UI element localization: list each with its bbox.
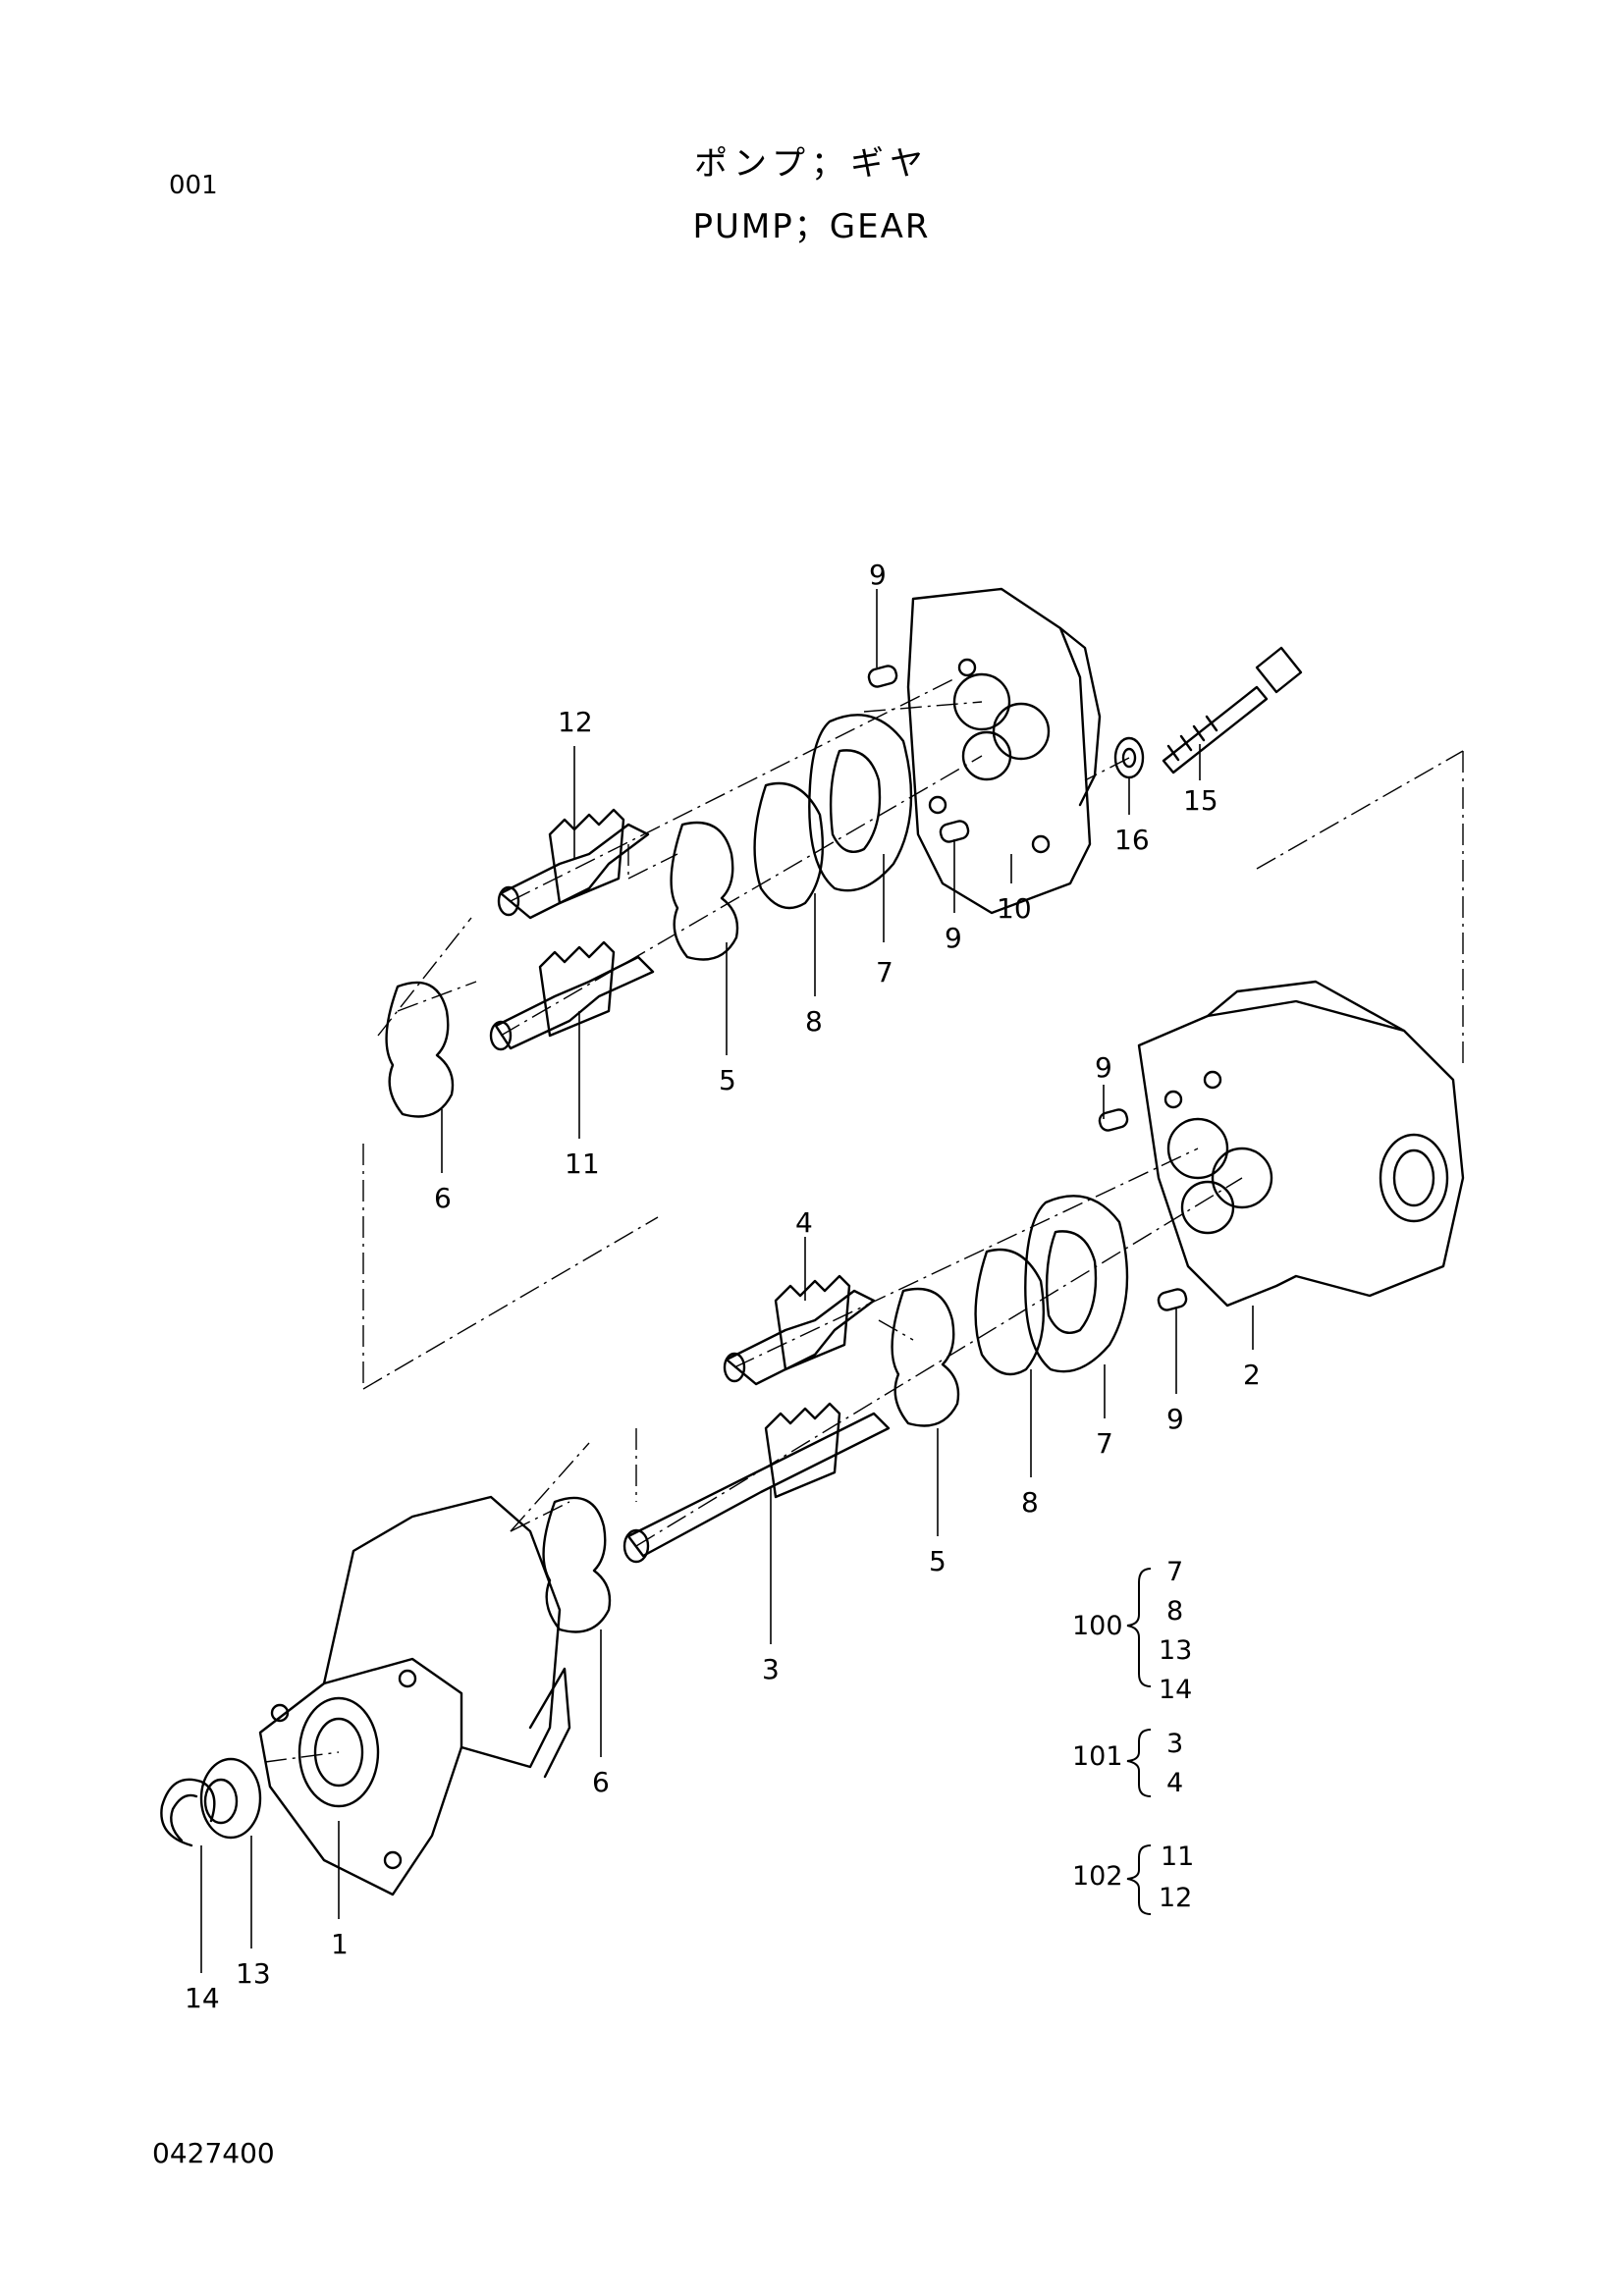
group-number: 102: [1072, 1861, 1123, 1892]
kit-group-100: 100 7 8 13 14: [1072, 1557, 1192, 1705]
kit-group-102: 102 11 12: [1072, 1842, 1194, 1915]
part-dowel-pin-9-lower-top: [1098, 1108, 1129, 1132]
callout-16: 16: [1114, 824, 1150, 856]
callout-5: 5: [719, 1064, 736, 1096]
part-snap-ring-14: [160, 1778, 216, 1847]
callout-4: 4: [795, 1206, 813, 1239]
title-japanese: ポンプ；ギヤ: [694, 144, 929, 184]
title-english: PUMP；GEAR: [692, 207, 931, 246]
callout-13: 13: [236, 1957, 271, 1990]
group-item: 11: [1161, 1842, 1194, 1872]
part-plate-6-top: [385, 981, 455, 1118]
group-item: 8: [1166, 1596, 1183, 1627]
part-seal-8-top: [753, 781, 825, 910]
callout-8: 8: [805, 1005, 823, 1038]
kit-group-101: 101 3 4: [1072, 1729, 1183, 1798]
group-item: 12: [1159, 1883, 1192, 1913]
group-number: 100: [1072, 1611, 1123, 1641]
callout-12: 12: [558, 706, 593, 738]
callout-9: 9: [1095, 1051, 1112, 1084]
callout-1: 1: [331, 1928, 349, 1960]
callout-9: 9: [945, 922, 962, 954]
part-dowel-pin-9-mid: [939, 820, 970, 843]
group-item: 7: [1166, 1557, 1183, 1587]
part-plate-5-lower: [891, 1287, 960, 1427]
part-bearing-13: [199, 1757, 262, 1840]
part-cover-10: [906, 587, 1102, 915]
page-number: 001: [169, 171, 218, 200]
callout-2: 2: [1243, 1359, 1261, 1391]
callout-leader-lines: [200, 589, 1254, 1973]
callout-9: 9: [1166, 1403, 1184, 1435]
document-code: 0427400: [152, 2137, 275, 2169]
part-body-2: [1137, 980, 1465, 1308]
part-gasket-7-lower: [1024, 1195, 1129, 1373]
part-plate-6-lower: [542, 1496, 612, 1633]
group-item: 4: [1166, 1768, 1183, 1798]
group-number: 101: [1072, 1741, 1123, 1772]
group-item: 13: [1159, 1635, 1192, 1666]
callout-9: 9: [869, 559, 887, 591]
part-drive-shaft-3: [622, 1402, 891, 1564]
part-seal-8-lower: [974, 1248, 1046, 1376]
callout-8: 8: [1021, 1486, 1039, 1519]
part-gear-shaft-11: [489, 940, 655, 1051]
callout-11: 11: [565, 1148, 600, 1180]
callout-6: 6: [592, 1766, 610, 1798]
callout-15: 15: [1183, 784, 1218, 817]
part-plate-5-top: [670, 821, 739, 961]
part-gasket-7-top: [808, 714, 913, 892]
part-gear-shaft-12: [497, 808, 650, 920]
assembly-axis-lines: [264, 676, 1464, 1763]
callout-labels: 9 12 15 16 10 9 7 8 5 11 6 9 4 2 9 7 8 5…: [185, 559, 1261, 2014]
callout-7: 7: [876, 956, 893, 988]
callout-6: 6: [434, 1182, 452, 1214]
part-dowel-pin-9-top: [867, 665, 898, 688]
callout-5: 5: [929, 1545, 947, 1577]
group-item: 3: [1166, 1729, 1183, 1759]
callout-7: 7: [1096, 1427, 1113, 1460]
callout-14: 14: [185, 1982, 220, 2014]
part-dowel-pin-9-lower: [1157, 1288, 1188, 1311]
callout-10: 10: [997, 892, 1032, 925]
part-housing-1: [258, 1495, 571, 1896]
group-item: 14: [1159, 1675, 1192, 1705]
callout-3: 3: [762, 1653, 780, 1685]
part-bolt-15: [1162, 646, 1303, 774]
part-gear-4: [723, 1274, 876, 1386]
